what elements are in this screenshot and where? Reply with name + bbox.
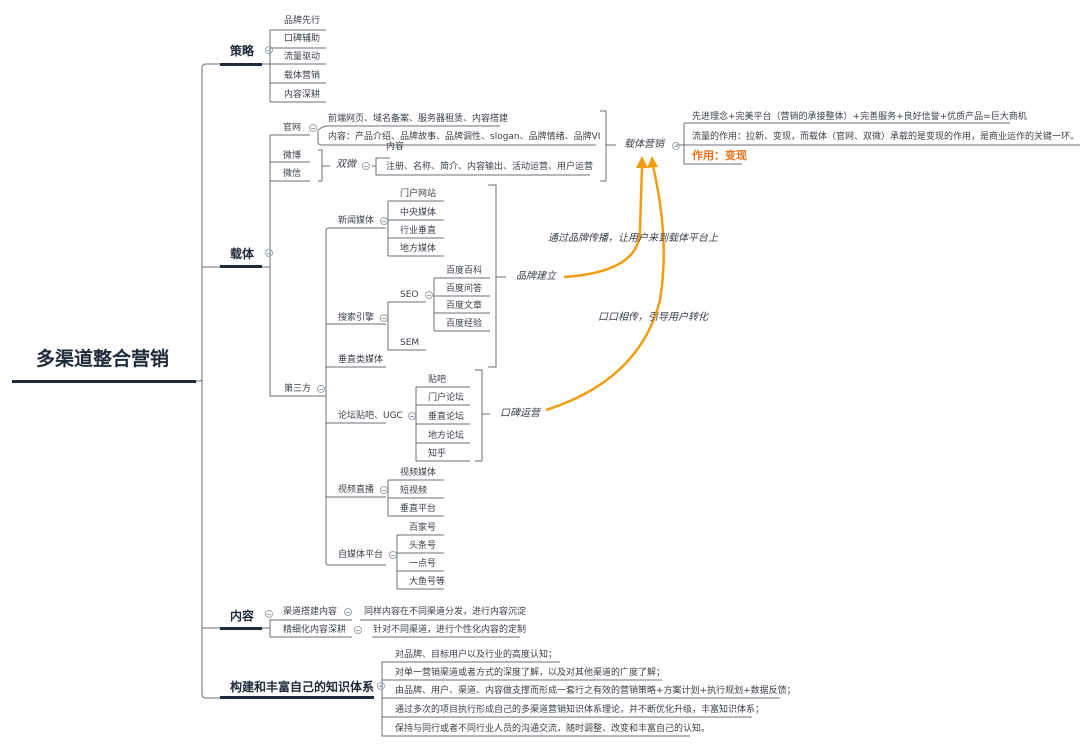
- node-search-engine[interactable]: 搜索引擎: [338, 313, 375, 323]
- branch-strategy[interactable]: 策略: [230, 44, 255, 58]
- strategy-item[interactable]: 内容深耕: [284, 90, 321, 100]
- video-item[interactable]: 视频媒体: [400, 468, 437, 478]
- collapse-carrier-marketing-icon[interactable]: [672, 142, 680, 150]
- video-item[interactable]: 短视频: [400, 486, 428, 496]
- carrier-marketing-item[interactable]: 先进理念+完美平台（营销的承接整体）+完善服务+良好信誉+优质产品=巨大商机: [692, 112, 1027, 122]
- collapse-video-icon[interactable]: [380, 486, 388, 494]
- node-wechat[interactable]: 微信: [283, 169, 302, 179]
- collapse-search-engine-icon[interactable]: [380, 314, 388, 322]
- knowledge-item[interactable]: 对品牌、目标用户以及行业的高度认知；: [395, 650, 558, 660]
- arrowhead-wom: [647, 156, 658, 168]
- seo-item[interactable]: 百度百科: [446, 266, 483, 276]
- branch-carrier[interactable]: 载体: [230, 247, 255, 261]
- forum-item[interactable]: 垂直论坛: [428, 412, 465, 422]
- branch-carrier-underline: [220, 265, 262, 268]
- collapse-content-icon[interactable]: [265, 610, 273, 618]
- forum-item[interactable]: 地方论坛: [428, 431, 465, 441]
- arrow-label-brand: 通过品牌传播，让用户来到载体平台上: [548, 233, 718, 244]
- self-media-item[interactable]: 头条号: [409, 541, 437, 551]
- collapse-content-item-icon[interactable]: [344, 608, 352, 616]
- branch-content[interactable]: 内容: [230, 609, 255, 623]
- node-carrier-marketing[interactable]: 载体营销: [624, 139, 664, 150]
- strategy-item[interactable]: 载体营销: [284, 71, 321, 81]
- content-item-label[interactable]: 精细化内容深耕: [283, 625, 347, 635]
- branch-strategy-underline: [220, 63, 262, 66]
- collapse-carrier-icon[interactable]: [265, 249, 273, 257]
- strategy-item[interactable]: 流量驱动: [284, 52, 321, 62]
- shuangwei-item[interactable]: 注册、名称、简介、内容输出、活动运营、用户运营: [386, 162, 594, 172]
- node-shuangwei[interactable]: 双微: [336, 159, 356, 170]
- seo-item[interactable]: 百度经验: [446, 319, 483, 329]
- node-vertical-media[interactable]: 垂直类媒体: [338, 355, 384, 365]
- official-site-item[interactable]: 前端网页、域名备案、服务器租赁、内容搭建: [328, 114, 509, 124]
- root-topic[interactable]: 多渠道整合营销: [36, 348, 170, 370]
- official-site-item[interactable]: 内容：产品介绍、品牌故事、品牌调性、slogan、品牌情绪、品牌VI: [328, 132, 601, 142]
- content-item-label[interactable]: 渠道搭建内容: [283, 607, 338, 617]
- shuangwei-content-label[interactable]: 内容: [386, 142, 405, 152]
- self-media-item[interactable]: 百家号: [409, 523, 437, 533]
- collapse-shuangwei-icon[interactable]: [362, 162, 370, 170]
- branch-content-underline: [220, 627, 262, 630]
- knowledge-item[interactable]: 保持与同行或者不同行业人员的沟通交流，随时调整、改变和丰富自己的认知。: [395, 724, 711, 734]
- strategy-item[interactable]: 口碑辅助: [284, 34, 321, 44]
- knowledge-item[interactable]: 通过多次的项目执行形成自己的多渠道营销知识体系理论，并不断优化升级，丰富知识体系…: [395, 705, 765, 715]
- forum-item[interactable]: 知乎: [428, 449, 447, 459]
- node-sem[interactable]: SEM: [400, 338, 420, 348]
- branch-knowledge[interactable]: 构建和丰富自己的知识体系: [230, 680, 375, 694]
- collapse-knowledge-icon[interactable]: [377, 682, 385, 690]
- strategy-item[interactable]: 品牌先行: [284, 16, 321, 26]
- node-forum[interactable]: 论坛贴吧、UGC: [338, 411, 403, 421]
- collapse-content-item-icon[interactable]: [354, 626, 362, 634]
- news-media-item[interactable]: 门户网站: [400, 189, 437, 199]
- self-media-item[interactable]: 大鱼号等: [409, 577, 446, 587]
- collapse-seo-icon[interactable]: [425, 291, 433, 299]
- node-official-site[interactable]: 官网: [283, 123, 302, 133]
- carrier-marketing-item[interactable]: 流量的作用：拉新、变现，而载体（官网、双微）承载的是变现的作用，是商业运作的关键…: [692, 132, 1080, 142]
- collapse-news-media-icon[interactable]: [380, 217, 388, 225]
- collapse-forum-icon[interactable]: [408, 412, 416, 420]
- carrier-marketing-highlight[interactable]: 作用：变现: [692, 149, 747, 162]
- knowledge-item[interactable]: 由品牌、用户、渠道、内容做支撑而形成一套行之有效的营销策略+方案计划+执行规划+…: [395, 686, 796, 696]
- news-media-item[interactable]: 地方媒体: [400, 244, 437, 254]
- content-item-detail[interactable]: 针对不同渠道，进行个性化内容的定制: [373, 625, 527, 635]
- self-media-item[interactable]: 一点号: [409, 559, 437, 569]
- seo-item[interactable]: 百度问答: [446, 284, 483, 294]
- collapse-third-party-icon[interactable]: [317, 385, 325, 393]
- node-brand-building[interactable]: 品牌建立: [516, 271, 556, 282]
- root-underline: [12, 380, 196, 383]
- arrow-label-wom: 口口相传，引导用户转化: [598, 312, 708, 323]
- arrow-brand-to-carrier: [563, 165, 644, 279]
- branch-knowledge-underline: [220, 696, 374, 699]
- node-news-media[interactable]: 新闻媒体: [338, 216, 375, 226]
- forum-item[interactable]: 贴吧: [428, 375, 447, 385]
- video-item[interactable]: 垂直平台: [400, 504, 437, 514]
- node-weibo[interactable]: 微博: [283, 151, 302, 161]
- knowledge-item[interactable]: 对单一营销渠道或者方式的深度了解，以及对其他渠道的广度了解；: [395, 668, 666, 678]
- node-word-of-mouth[interactable]: 口碑运营: [500, 408, 540, 419]
- node-self-media[interactable]: 自媒体平台: [338, 550, 384, 560]
- collapse-official-site-icon[interactable]: [309, 124, 317, 132]
- forum-item[interactable]: 门户论坛: [428, 393, 465, 403]
- content-item-detail[interactable]: 同样内容在不同渠道分发，进行内容沉淀: [364, 607, 527, 617]
- arrow-wom-to-carrier: [545, 165, 665, 412]
- node-third-party[interactable]: 第三方: [284, 384, 312, 394]
- news-media-item[interactable]: 行业垂直: [400, 226, 437, 236]
- node-video[interactable]: 视频直播: [338, 485, 375, 495]
- collapse-self-media-icon[interactable]: [389, 551, 397, 559]
- collapse-strategy-icon[interactable]: [265, 46, 273, 54]
- node-seo[interactable]: SEO: [400, 290, 419, 300]
- news-media-item[interactable]: 中央媒体: [400, 208, 437, 218]
- arrowhead-brand: [636, 156, 648, 168]
- seo-item[interactable]: 百度文章: [446, 301, 483, 311]
